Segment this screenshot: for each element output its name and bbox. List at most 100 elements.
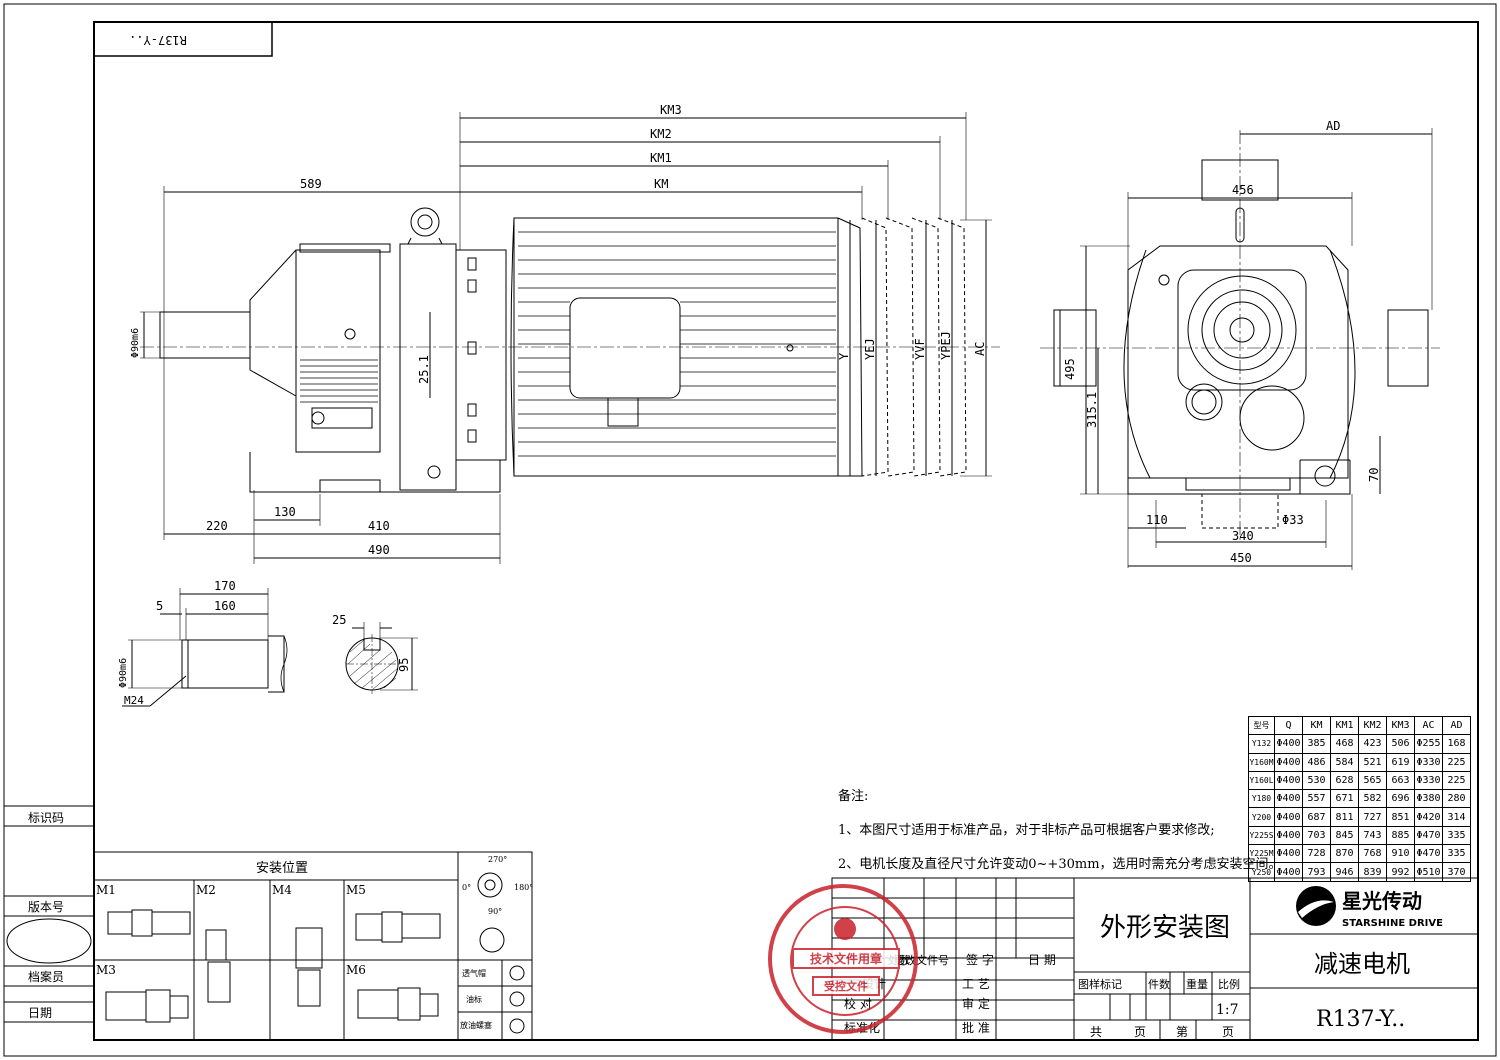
tb-page: 页 [1134, 1025, 1146, 1039]
dim-y: Y [837, 352, 851, 360]
table-cell: 168 [1442, 734, 1471, 754]
table-cell: 845 [1330, 825, 1359, 846]
dim-ac: AC [973, 342, 987, 356]
notes-block: 备注: 1、本图尺寸适用于标准产品，对于非标产品可根据客户要求修改; 2、电机长… [838, 780, 1282, 882]
table-cell: 811 [1330, 807, 1359, 827]
table-cell: 335 [1442, 825, 1471, 846]
table-cell: 946 [1330, 862, 1359, 882]
table-header-row: 型号 Q KM KM1 KM2 KM3 AC AD [1248, 715, 1471, 736]
tb-product: 减速电机 [1314, 950, 1410, 978]
tb-scale: 比例 [1218, 977, 1240, 991]
table-cell: 521 [1358, 752, 1387, 772]
table-cell: Φ470 [1414, 844, 1443, 864]
table-header-cell: KM3 [1386, 715, 1415, 736]
dim-495: 495 [1063, 358, 1077, 380]
dim-m24: M24 [124, 694, 144, 707]
dim-315-1: 315.1 [1085, 392, 1099, 428]
dim-shaft-dia2: Φ90m6 [118, 658, 129, 688]
table-cell: Y200 [1248, 807, 1275, 827]
stamp-line-1: 技术文件用章 [792, 948, 900, 969]
table-cell: 696 [1386, 789, 1415, 809]
table-cell: 703 [1302, 825, 1331, 846]
table-cell: 565 [1358, 770, 1387, 791]
table-header-cell: KM2 [1358, 715, 1387, 736]
table-cell: Y180 [1248, 789, 1275, 809]
dim-ad: AD [1326, 119, 1340, 133]
table-cell: 468 [1330, 734, 1359, 754]
table-cell: 314 [1442, 807, 1471, 827]
dim-ypej: YPEJ [939, 331, 953, 360]
table-cell: Φ400 [1274, 862, 1303, 882]
table-header-cell: Q [1274, 715, 1303, 736]
table-cell: Φ330 [1414, 770, 1443, 791]
tb-scale-val: 1:7 [1216, 1002, 1239, 1018]
mount-m4: M4 [272, 883, 292, 897]
table-cell: Φ400 [1274, 807, 1303, 827]
table-cell: 370 [1442, 862, 1471, 882]
table-cell: 910 [1386, 844, 1415, 864]
tb-page2: 页 [1222, 1025, 1234, 1039]
table-header-cell: AC [1414, 715, 1443, 736]
table-cell: 793 [1302, 862, 1331, 882]
tb-total: 共 [1090, 1025, 1102, 1039]
table-cell: 885 [1386, 825, 1415, 846]
left-mark-code: 标识码 [28, 811, 64, 825]
tb-weight: 重量 [1186, 977, 1208, 991]
table-cell: 280 [1442, 789, 1471, 809]
mount-m6: M6 [346, 963, 366, 977]
legend-plug: 放油螺塞 [460, 1020, 492, 1030]
tb-drawing-title: 外形安装图 [1100, 913, 1230, 943]
table-cell: 486 [1302, 752, 1331, 772]
dim-hole: Φ33 [1282, 513, 1304, 527]
table-cell: Φ380 [1414, 789, 1443, 809]
dim-km: KM [654, 177, 668, 191]
angle-270: 270° [488, 855, 507, 864]
angle-0: 0° [462, 883, 471, 892]
table-cell: 423 [1358, 734, 1387, 754]
dim-shaft-dia: Φ90m6 [130, 328, 141, 358]
mount-m2: M2 [196, 883, 216, 897]
table-cell: 584 [1330, 752, 1359, 772]
brand-logo-icon [1296, 886, 1336, 926]
table-cell: 582 [1358, 789, 1387, 809]
legend-vent: 透气帽 [462, 968, 486, 978]
tb-ratify: 批 准 [962, 1020, 990, 1035]
mount-m1: M1 [96, 883, 116, 897]
dim-220: 220 [206, 519, 228, 533]
table-cell: 671 [1330, 789, 1359, 809]
table-cell: Φ400 [1274, 844, 1303, 864]
dim-490: 490 [368, 543, 390, 557]
tb-brand-en: STARSHINE DRIVE [1342, 918, 1443, 929]
dim-340: 340 [1232, 529, 1254, 543]
dim-km1: KM1 [650, 151, 672, 165]
table-cell: Y160M [1248, 752, 1275, 772]
tb-process: 工 艺 [962, 977, 990, 991]
table-cell: Y132 [1248, 734, 1275, 754]
dim-5: 5 [156, 599, 163, 613]
tb-sign: 签 字 [966, 952, 994, 967]
mount-m3: M3 [96, 963, 116, 977]
table-cell: 628 [1330, 770, 1359, 791]
dim-110: 110 [1146, 513, 1168, 527]
table-cell: 619 [1386, 752, 1415, 772]
table-cell: 839 [1358, 862, 1387, 882]
angle-90: 90° [488, 907, 502, 916]
table-cell: 506 [1386, 734, 1415, 754]
tb-pieces: 件数 [1148, 978, 1170, 991]
table-cell: Φ330 [1414, 752, 1443, 772]
dim-km2: KM2 [650, 127, 672, 141]
tb-drawing-mark: 图样标记 [1078, 977, 1122, 991]
dim-410: 410 [368, 519, 390, 533]
left-version: 版本号 [28, 900, 64, 914]
dim-yej: YEJ [863, 338, 877, 360]
table-cell: 851 [1386, 807, 1415, 827]
dim-km3: KM3 [660, 103, 682, 117]
